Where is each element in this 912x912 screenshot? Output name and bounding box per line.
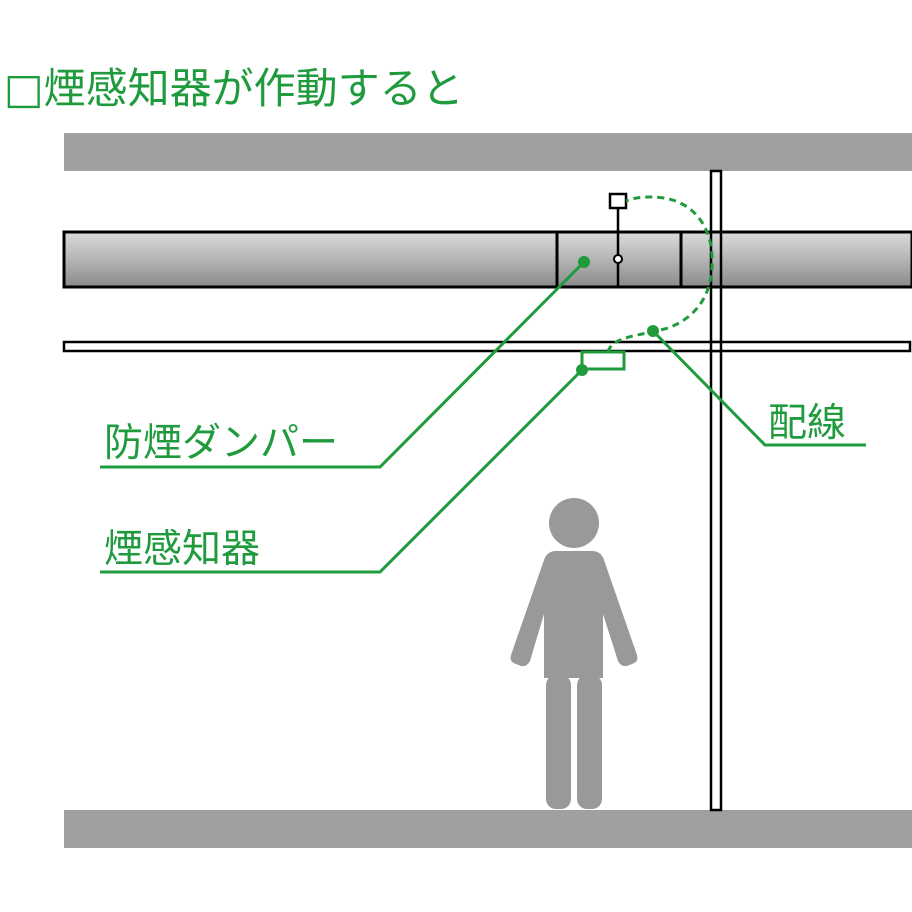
wiring-dashed-line — [606, 195, 714, 353]
detector-label: 煙感知器 — [104, 527, 260, 572]
floor-slab — [64, 810, 912, 848]
damper-leader-dot — [578, 256, 590, 268]
person-left-leg — [546, 675, 571, 809]
partition-wall-through-duct — [709, 230, 723, 289]
damper-actuator-box — [608, 192, 628, 210]
partition-wall — [709, 169, 723, 812]
detector-leader-dot — [576, 364, 588, 376]
smoke-detector — [580, 350, 626, 371]
wiring-leader-line — [651, 329, 866, 447]
wiring-label: 配線 — [768, 401, 846, 446]
damper-leader-line — [100, 260, 586, 469]
damper-label: 防煙ダンパー — [104, 421, 338, 466]
partition-wall-through-ceiling — [709, 340, 723, 353]
damper-pivot — [613, 254, 623, 264]
person-silhouette-icon — [510, 498, 638, 809]
duct — [62, 230, 912, 289]
person-head — [549, 498, 599, 548]
person-torso — [510, 551, 638, 678]
upper-slab — [64, 133, 912, 171]
ceiling-board — [62, 340, 912, 353]
detector-leader-line — [100, 368, 584, 574]
diagram-title: □煙感知器が作動すると — [4, 64, 464, 113]
wiring-leader-dot — [647, 325, 659, 337]
person-right-leg — [577, 675, 602, 809]
